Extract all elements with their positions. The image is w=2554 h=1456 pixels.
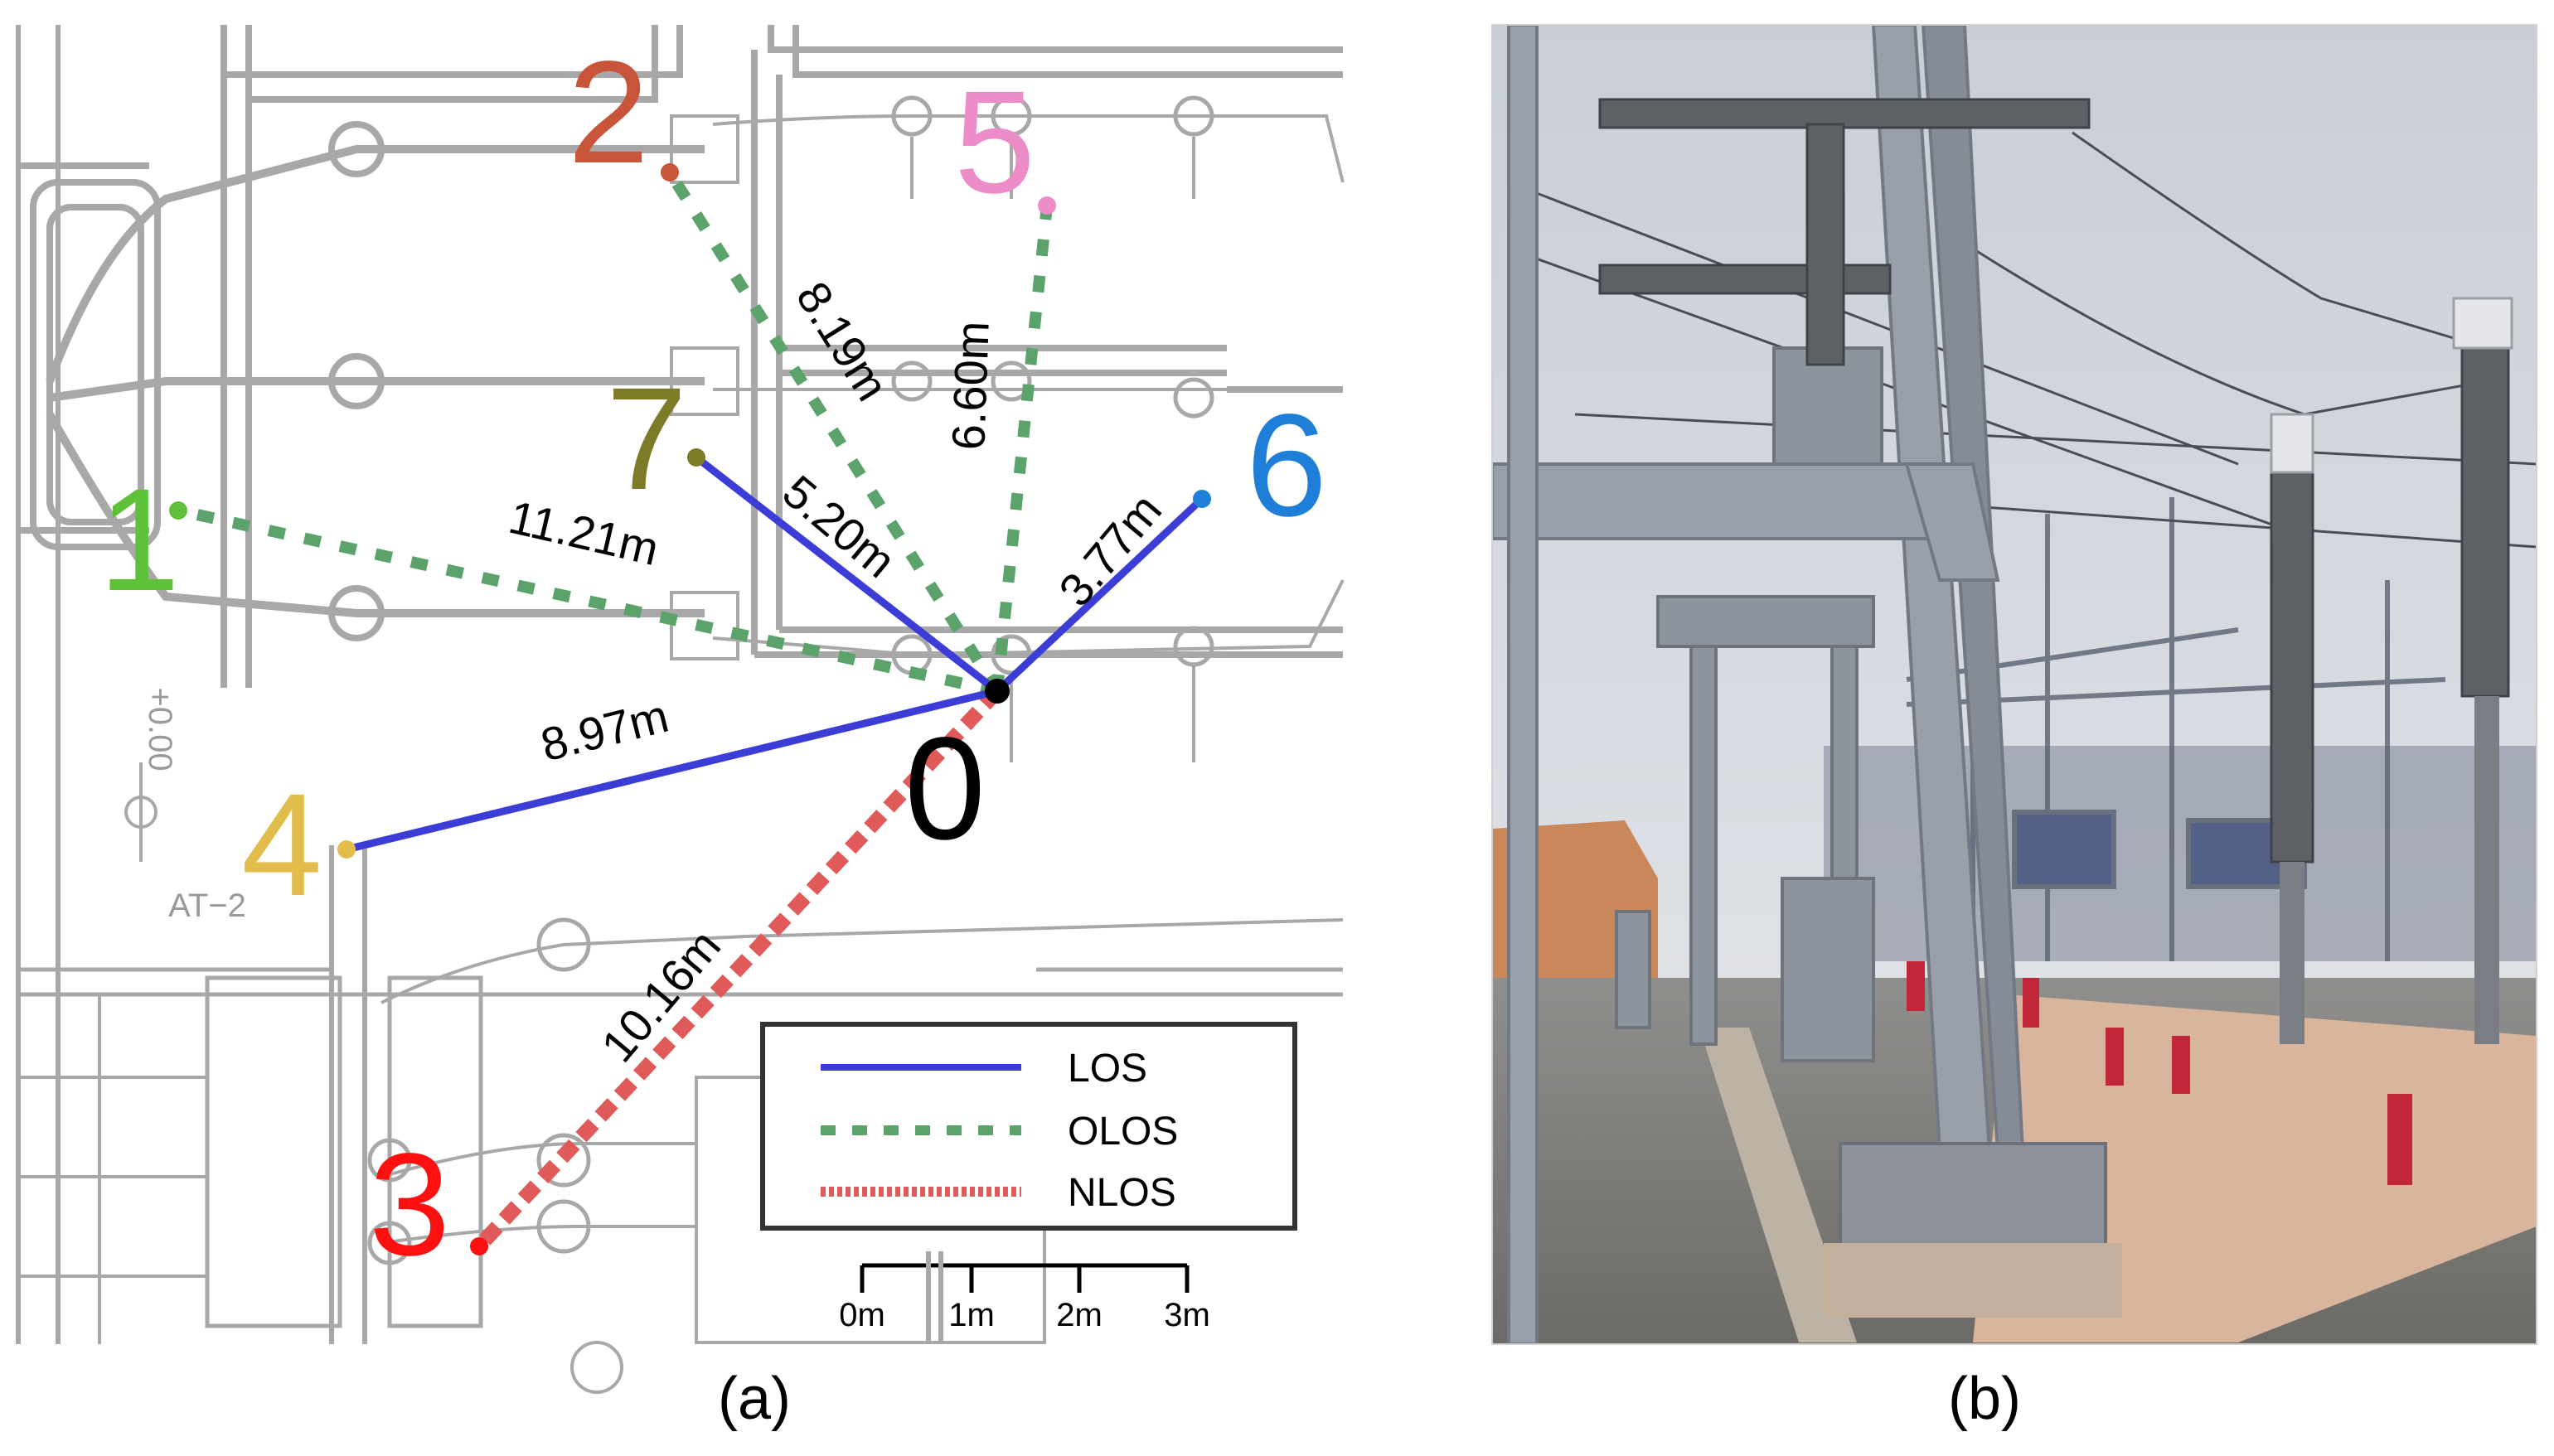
scale-label-2m: 2m [1056,1297,1103,1333]
link-0-3 [473,685,1003,1252]
blueprint-label-at: AT−2 [168,888,246,924]
scale-label-0m: 0m [839,1297,885,1333]
node-dot-6 [1193,490,1211,508]
concrete-footing [1824,1243,2122,1318]
caption-a: (a) [718,1366,791,1432]
photo-scene [1492,25,2537,1344]
link-0-4 [345,687,999,854]
panel-a-site-map: AT−2 +0.00 11.21m 8.19m 10.16m 8.97m 6.6… [16,25,1345,1432]
node-dot-3 [470,1237,488,1255]
legend: LOS OLOS NLOS [760,1022,1297,1231]
node-dot-4 [337,840,356,859]
node-dot-1 [169,501,187,520]
legend-box [760,1022,1297,1231]
legend-label-los: LOS [1068,1047,1147,1091]
node-dot-0 [985,679,1010,704]
node-label-5: 5 [954,61,1035,224]
blueprint-label-elevation: +0.00 [142,687,178,771]
node-dot-7 [687,448,705,467]
node-label-3: 3 [369,1124,450,1286]
links-layer [177,169,1205,1252]
curb-path [1699,1028,1857,1342]
node-label-6: 6 [1246,385,1327,547]
scale-label-1m: 1m [948,1297,995,1333]
node-dot-2 [661,163,679,181]
link-0-7 [694,454,1000,694]
node-dot-5 [1038,196,1056,215]
steel-column [1492,25,2025,1344]
column-base [1839,1142,2107,1261]
link-0-5 [991,205,1053,692]
node-label-2: 2 [568,31,649,194]
nodes-layer: 0 1 2 3 4 5 6 7 [99,31,1327,1286]
scale-label-3m: 3m [1164,1297,1210,1333]
photo-frame [1491,24,2537,1345]
link-0-1 [177,505,999,697]
scale-bar [860,1251,1190,1344]
node-label-1: 1 [99,459,180,622]
link-0-2 [665,169,1002,694]
node-label-4: 4 [241,764,322,926]
caption-b: (b) [1948,1366,2021,1432]
legend-label-olos: OLOS [1068,1110,1178,1154]
link-0-6 [994,496,1205,694]
distance-label-0-5: 6.60m [942,320,998,451]
node-label-7: 7 [606,358,687,520]
node-label-0: 0 [904,708,986,870]
panel-b-substation-photo: (b) [1491,24,2537,1432]
substation-blueprint [16,25,1345,1394]
insulators [1598,98,2510,863]
legend-label-nlos: NLOS [1068,1171,1176,1215]
